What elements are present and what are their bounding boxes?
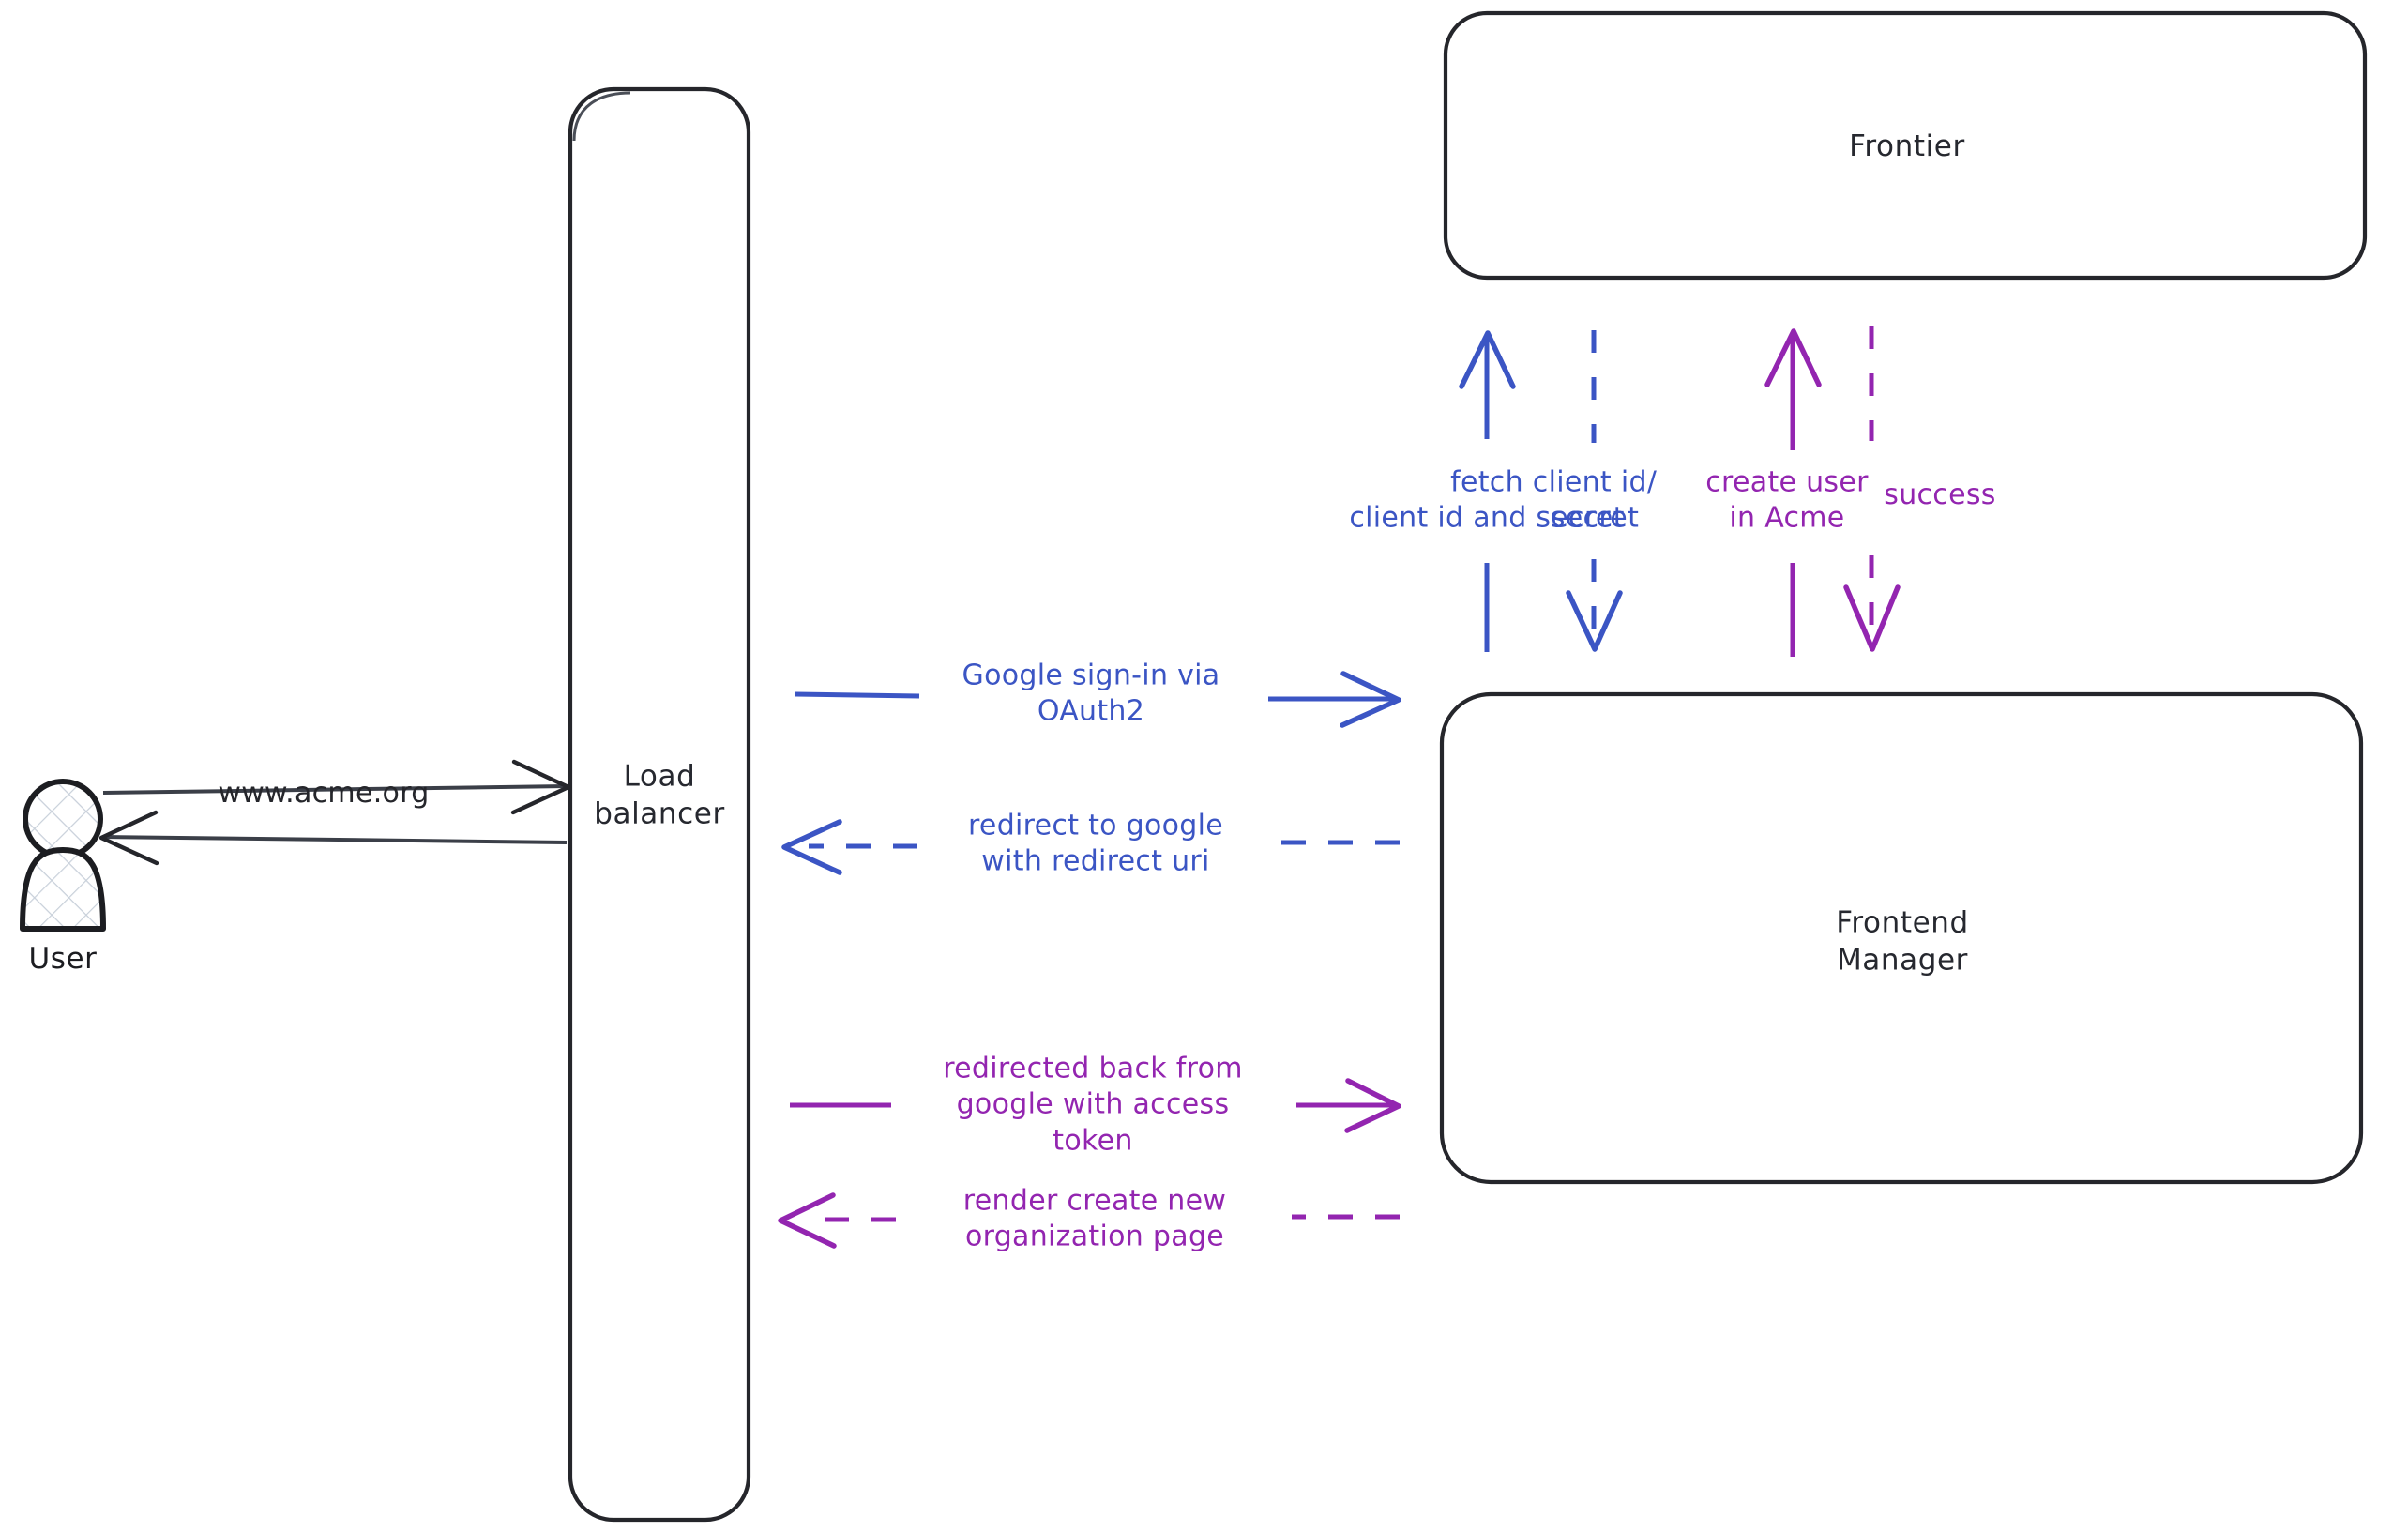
edge-user-to-lb-arrow	[102, 759, 571, 815]
edge-lb-to-fm-token-arrow	[790, 1078, 1401, 1133]
edge-frontier-to-fm-success-arrow	[1843, 326, 1901, 652]
node-label-frontier: Frontier	[1849, 129, 1965, 164]
node-label-load-balancer: Load balancer	[594, 759, 725, 830]
edge-lb-to-fm-signin-arrow	[795, 671, 1401, 728]
actor-user-shape	[20, 779, 106, 932]
edge-fm-to-lb-render-arrow	[778, 1192, 1400, 1249]
edge-label-user-to-lb: www.acme.org	[218, 776, 430, 810]
edge-label-fm-to-lb-redirect: redirect to google with redirect uri	[967, 809, 1224, 878]
edge-fm-to-frontier-create-arrow	[1764, 328, 1822, 657]
actor-label-user: User	[28, 942, 98, 977]
node-label-frontend-manager: Frontend Manager	[1836, 905, 1969, 977]
node-load-balancer-shape[interactable]	[568, 86, 751, 1523]
node-frontier-shape[interactable]	[1443, 10, 2368, 281]
edge-label-lb-to-fm-token: redirected back from google with access …	[943, 1052, 1243, 1158]
edge-fm-to-lb-redirect-arrow	[781, 819, 1400, 875]
edge-label-lb-to-fm-signin: Google sign-in via OAuth2	[962, 659, 1220, 728]
edge-label-fm-to-lb-render: render create new organization page	[962, 1184, 1227, 1253]
edge-lb-to-user-arrow	[98, 810, 568, 866]
edge-label-frontier-to-fm-creds: client id/ secret	[1532, 465, 1658, 535]
edge-fm-to-frontier-fetch-arrow	[1459, 330, 1516, 652]
edge-frontier-to-fm-creds-arrow	[1566, 330, 1623, 652]
node-frontend-manager-shape[interactable]	[1439, 691, 2364, 1185]
edge-label-fm-to-frontier-fetch: fetch client id and secret	[1349, 465, 1625, 535]
edge-label-fm-to-frontier-create: create user in Acme	[1705, 465, 1869, 535]
edge-label-frontier-to-fm-success: success	[1884, 478, 1996, 511]
